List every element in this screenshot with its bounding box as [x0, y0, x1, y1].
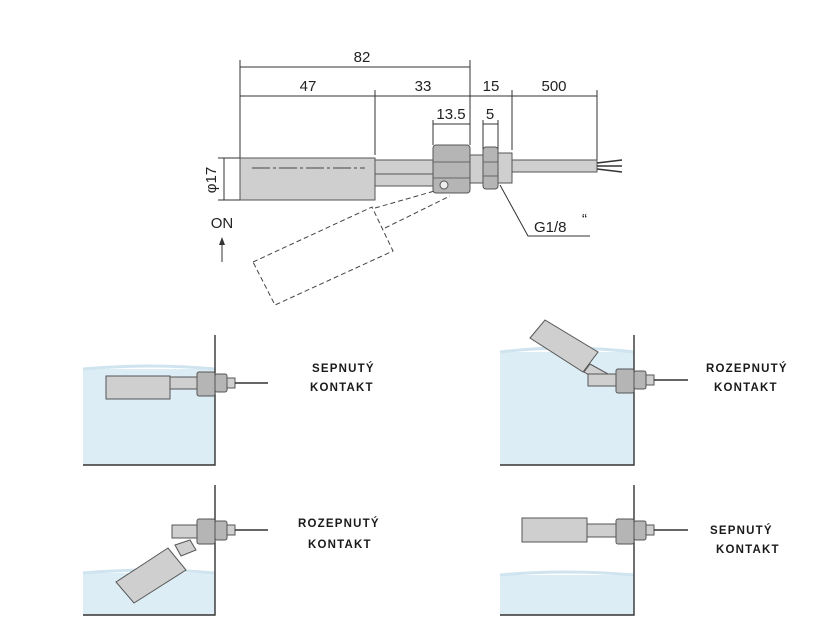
float-1: [105, 375, 171, 400]
pivot-hole: [439, 180, 449, 190]
thread-end: [497, 152, 513, 184]
dim-nut-length: 13.5: [436, 106, 465, 123]
thread-body: [469, 154, 484, 184]
dim-total: 82: [354, 49, 371, 66]
dim-gap: 15: [483, 78, 500, 95]
on-arrowhead: [219, 237, 225, 245]
state-2-line2: KONTAKT: [714, 382, 778, 394]
water-2: [500, 352, 634, 465]
thread-spec: G1/8: [534, 219, 567, 236]
technical-drawing: 82 47 33 15 500 13.5 5 φ17 ON: [203, 49, 623, 306]
hex-nut: [432, 144, 471, 194]
stem-upper: [374, 159, 438, 175]
state-4-line2: KONTAKT: [716, 544, 780, 556]
state-4-line1: SEPNUTÝ: [710, 524, 773, 537]
stem-lower: [374, 173, 438, 187]
state-2-line1: ROZEPNUTÝ: [706, 362, 788, 375]
dim-thread-length: 5: [486, 106, 494, 123]
water-4: [500, 575, 634, 615]
float-body: [239, 157, 376, 201]
float-2: [529, 319, 599, 373]
panel-4: SEPNUTÝ KONTAKT: [499, 485, 780, 616]
lock-nut: [482, 146, 499, 190]
cable: [511, 159, 598, 173]
state-1-line1: SEPNUTÝ: [312, 362, 375, 375]
dim-body-length: 33: [415, 78, 432, 95]
panel-3: ROZEPNUTÝ KONTAKT: [82, 485, 380, 616]
thread-mark: “: [582, 211, 587, 228]
thread-leader: [499, 184, 590, 237]
panel-1: SEPNUTÝ KONTAKT: [82, 335, 375, 466]
panel-2: ROZEPNUTÝ KONTAKT: [499, 319, 788, 466]
float-4: [521, 517, 588, 543]
float-3: [115, 547, 187, 604]
state-3-line2: KONTAKT: [308, 539, 372, 551]
dim-diameter: φ17: [203, 167, 220, 193]
on-label: ON: [211, 215, 234, 232]
dim-float-length: 47: [300, 78, 317, 95]
state-1-line2: KONTAKT: [310, 382, 374, 394]
dim-cable-length: 500: [541, 78, 566, 95]
state-3-line1: ROZEPNUTÝ: [298, 517, 380, 530]
float-tilted-outline: [252, 187, 451, 306]
